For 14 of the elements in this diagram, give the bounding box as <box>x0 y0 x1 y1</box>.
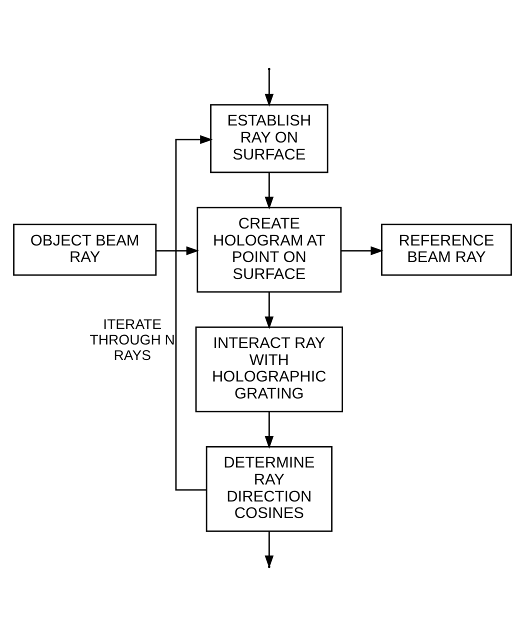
arrow <box>156 246 200 256</box>
arrow <box>175 135 213 491</box>
node-box: REFERENCE BEAM RAY <box>381 224 512 276</box>
edge-label: ITERATE THROUGH N RAYS <box>90 316 175 363</box>
arrow <box>264 70 274 107</box>
node-box: OBJECT BEAM RAY <box>13 224 157 276</box>
node-box: INTERACT RAY WITH HOLOGRAPHIC GRATING <box>195 326 344 412</box>
arrow <box>341 246 384 256</box>
arrow <box>264 172 274 210</box>
node-box: DETERMINE RAY DIRECTION COSINES <box>206 446 332 532</box>
node-box: CREATE HOLOGRAM AT POINT ON SURFACE <box>196 206 342 293</box>
arrow <box>264 292 274 330</box>
node-box: ESTABLISH RAY ON SURFACE <box>210 104 328 174</box>
arrow <box>264 412 274 449</box>
